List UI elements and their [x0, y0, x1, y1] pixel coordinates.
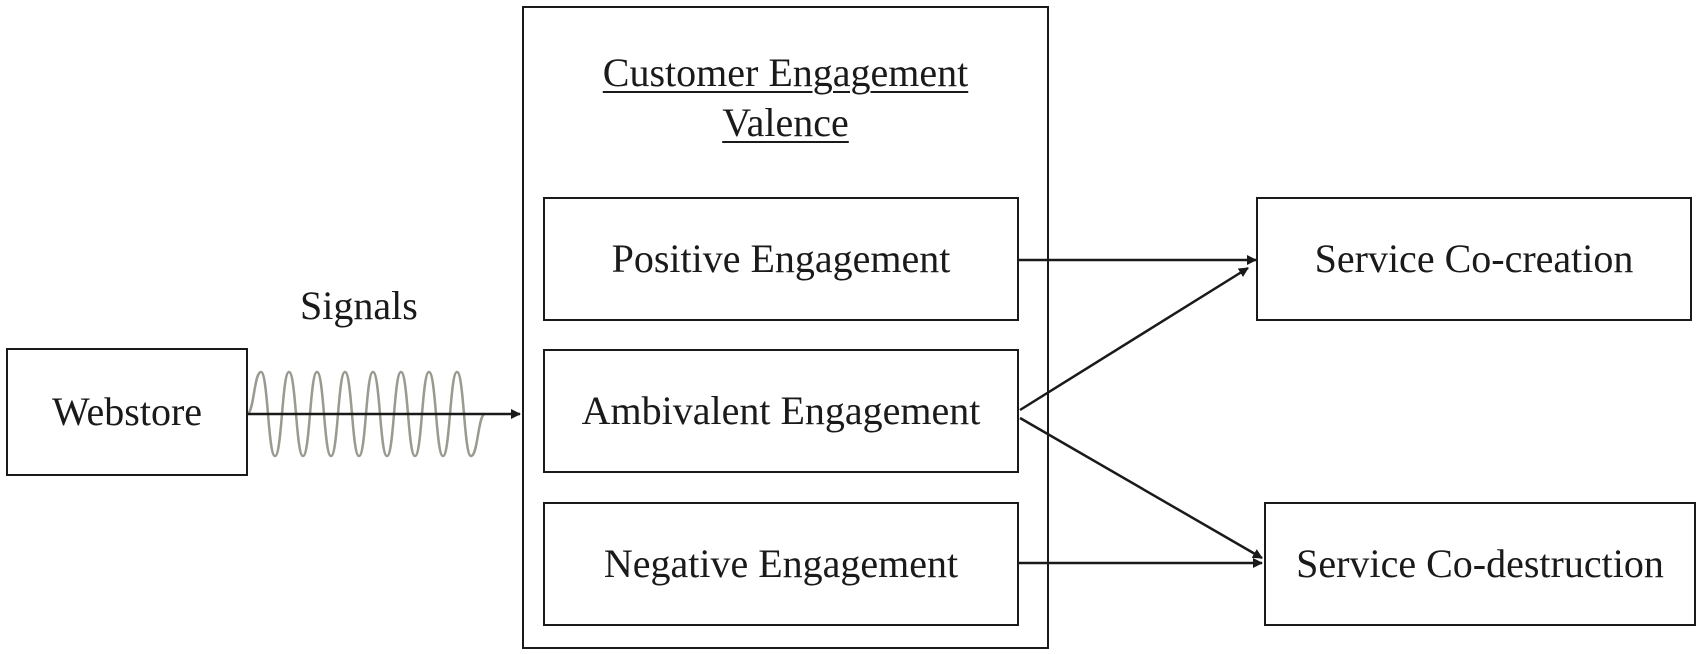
service-codestruction-box: Service Co-destruction: [1264, 502, 1696, 626]
ambivalent-engagement-label: Ambivalent Engagement: [581, 388, 981, 433]
group-title-line1: Customer Engagement: [602, 50, 969, 95]
group-title-line2: Valence: [722, 100, 849, 145]
customer-engagement-valence-group: [522, 6, 1049, 649]
negative-engagement-label: Negative Engagement: [603, 541, 959, 586]
ambivalent-to-codestruction-arrow: [1019, 416, 1263, 560]
ambivalent-engagement-box: Ambivalent Engagement: [543, 349, 1019, 473]
signals-label: Signals: [300, 283, 418, 328]
service-cocreation-label: Service Co-creation: [1314, 236, 1634, 281]
service-cocreation-box: Service Co-creation: [1256, 197, 1692, 321]
webstore-label: Webstore: [51, 389, 203, 434]
positive-engagement-box: Positive Engagement: [543, 197, 1019, 321]
service-codestruction-label: Service Co-destruction: [1296, 541, 1664, 586]
group-title: Customer Engagement Valence: [522, 48, 1049, 148]
ambivalent-to-cocreation-arrow: [1019, 266, 1249, 412]
webstore-box: Webstore: [6, 348, 248, 476]
negative-engagement-box: Negative Engagement: [543, 502, 1019, 626]
positive-engagement-label: Positive Engagement: [611, 236, 951, 281]
